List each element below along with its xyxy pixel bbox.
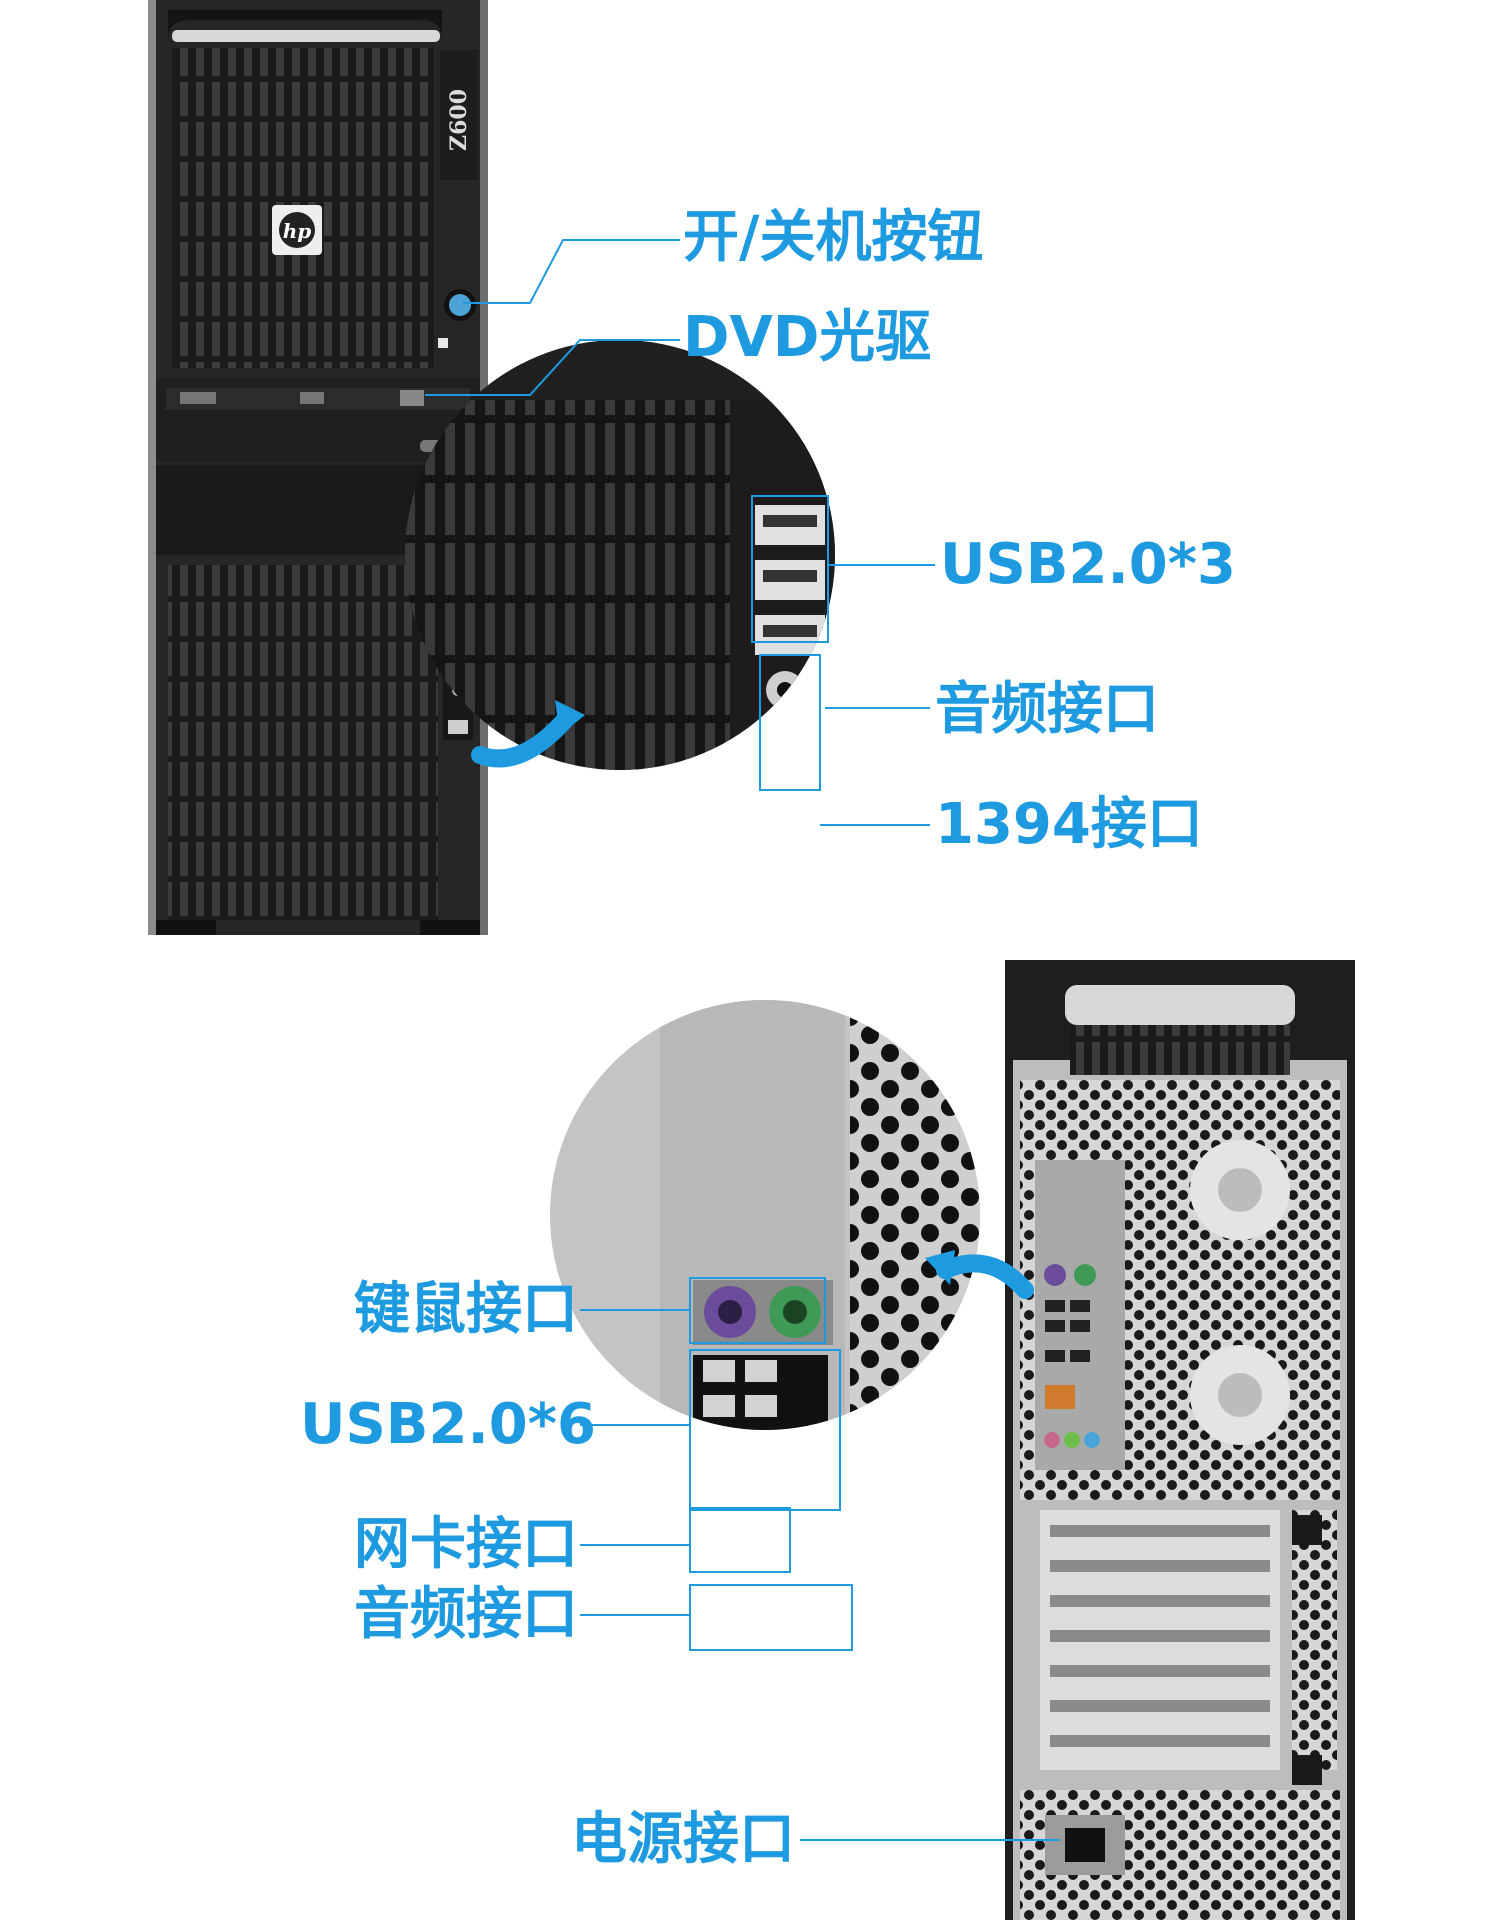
front-vent-lower (168, 565, 438, 920)
rear-tower-image (1005, 960, 1355, 1920)
callout-audio-front: 音频接口 (935, 677, 1159, 742)
curved-arrow-icon (471, 711, 574, 768)
model-badge: Z600 (446, 89, 472, 151)
callout-firewire: 1394接口 (935, 792, 1203, 857)
callout-power-button: 开/关机按钮 (683, 205, 984, 270)
callout-usb-front: USB2.0*3 (940, 532, 1236, 597)
callout-dvd-drive: DVD光驱 (683, 305, 932, 370)
hp-logo: hp (272, 205, 322, 255)
svg-text:hp: hp (283, 219, 312, 243)
rear-ports-zoom (550, 1000, 980, 1430)
callout-network: 网卡接口 (354, 1512, 578, 1577)
callout-audio-rear: 音频接口 (354, 1582, 578, 1647)
callout-power-socket: 电源接口 (571, 1807, 795, 1872)
curved-arrow-icon (936, 1254, 1034, 1299)
callout-ps2: 键鼠接口 (354, 1277, 578, 1342)
callout-usb-rear: USB2.0*6 (300, 1392, 596, 1457)
